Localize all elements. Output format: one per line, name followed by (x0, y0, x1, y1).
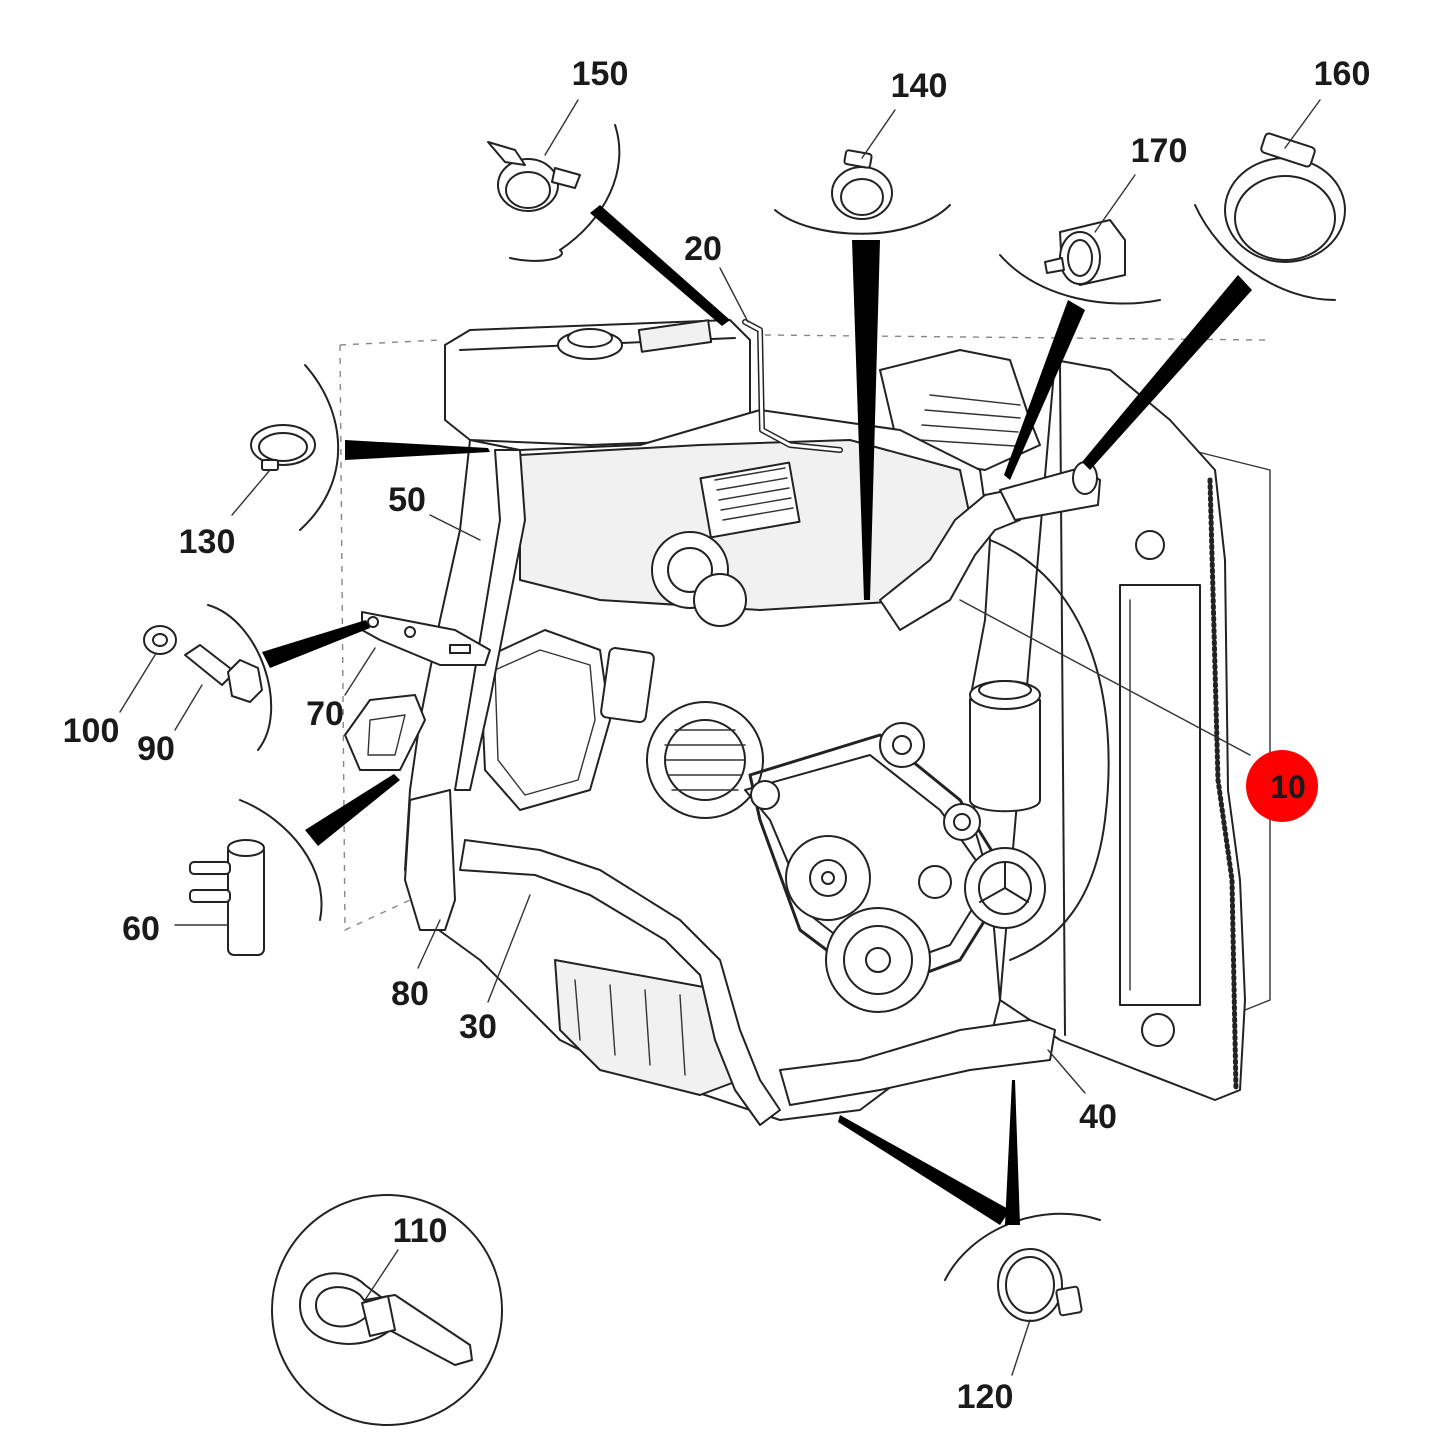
bolt-icon (184, 604, 273, 751)
callout-labels: 10 20 30 40 50 60 70 80 90 100 110 120 1… (63, 55, 1371, 1416)
engine-block (404, 319, 1046, 1121)
gasket-icon (344, 694, 426, 771)
callout-50[interactable]: 50 (388, 481, 426, 519)
callout-130[interactable]: 130 (179, 523, 236, 561)
coupler-clamp-icon (999, 219, 1161, 305)
callout-30[interactable]: 30 (459, 1008, 497, 1046)
tee-connector-icon (189, 799, 323, 956)
callout-150[interactable]: 150 (572, 55, 629, 93)
callout-70[interactable]: 70 (306, 695, 344, 733)
highlight-marker[interactable] (1246, 750, 1318, 822)
callout-80[interactable]: 80 (391, 975, 429, 1013)
washer-icon (143, 625, 177, 655)
callout-120[interactable]: 120 (957, 1378, 1014, 1416)
callout-20[interactable]: 20 (684, 230, 722, 268)
leader-lines (119, 99, 1321, 1376)
callout-10[interactable]: 10 (1270, 769, 1306, 805)
callout-90[interactable]: 90 (137, 730, 175, 768)
leader-wedges (262, 205, 1252, 1225)
hose-clamp-small-icon (774, 149, 951, 235)
callout-60[interactable]: 60 (122, 910, 160, 948)
spring-clamp-icon (487, 124, 621, 262)
engine-compartment-frame (339, 334, 1271, 1011)
radiator-assembly (989, 359, 1246, 1101)
hose-clamp-bottom-icon (944, 1212, 1101, 1322)
hose-clamp-large-icon (1194, 132, 1346, 301)
callout-160[interactable]: 160 (1314, 55, 1371, 93)
mounting-bracket-icon (361, 611, 491, 666)
callout-140[interactable]: 140 (891, 67, 948, 105)
callout-110[interactable]: 110 (393, 1212, 448, 1250)
callout-170[interactable]: 170 (1131, 132, 1188, 170)
band-clamp-icon (250, 364, 340, 531)
callout-100[interactable]: 100 (63, 712, 120, 750)
cable-tie-icon (271, 1194, 503, 1426)
callout-40[interactable]: 40 (1079, 1098, 1117, 1136)
